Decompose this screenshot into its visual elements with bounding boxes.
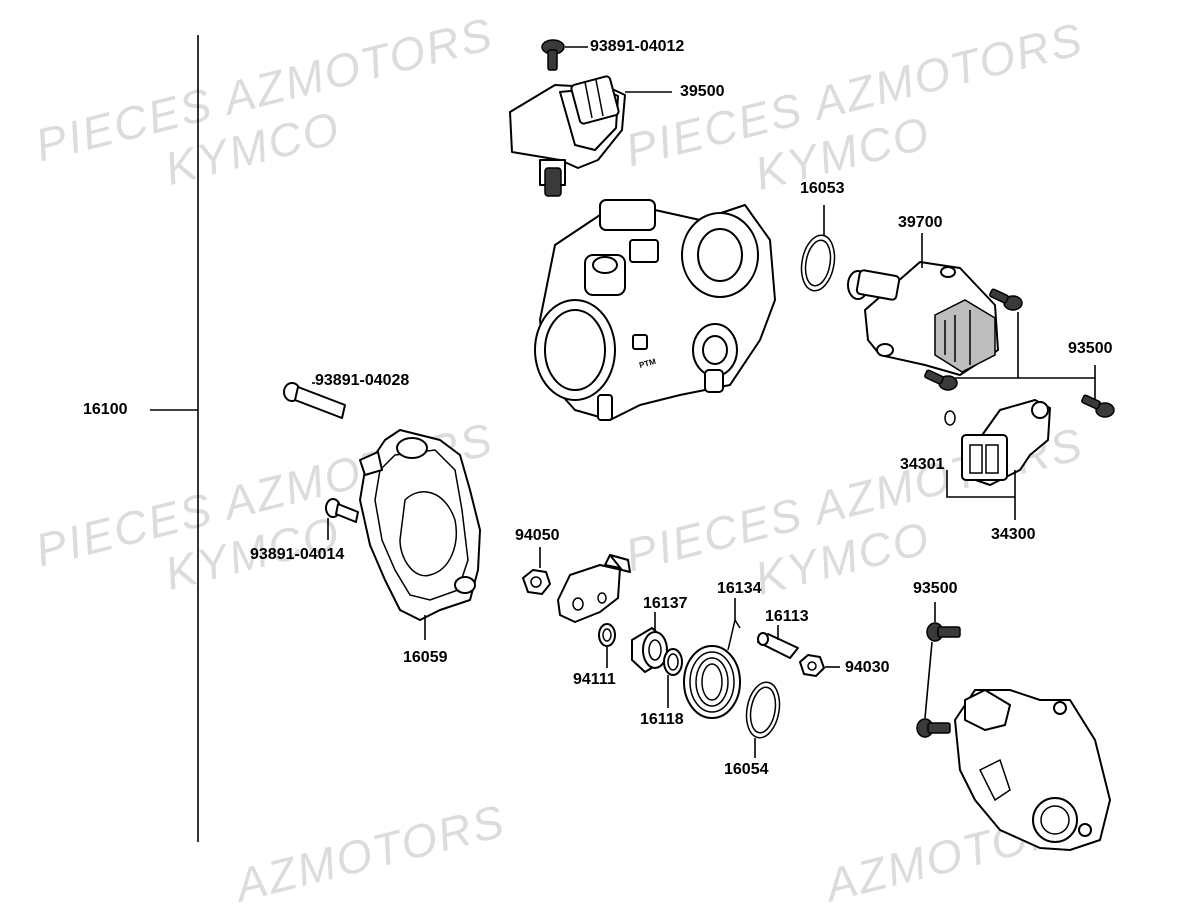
spring-16134	[683, 598, 741, 719]
lever-plate	[557, 554, 631, 623]
washer-94111	[598, 623, 616, 668]
label-93891-04028: 93891-04028	[315, 372, 410, 389]
label-16137: 16137	[643, 595, 688, 612]
label-16100: 16100	[83, 401, 128, 418]
label-16118: 16118	[640, 711, 684, 728]
label-16054: 16054	[724, 761, 769, 778]
nut-94050	[522, 547, 551, 595]
o-ring-16053	[800, 205, 836, 292]
svg-text:PTM: PTM	[638, 357, 657, 370]
throttle-cover-housing	[954, 689, 1111, 851]
label-93891-04014: 93891-04014	[250, 546, 345, 563]
label-93500-top: 93500	[1068, 340, 1113, 357]
label-16113: 16113	[765, 608, 809, 625]
label-93891-04012: 93891-04012	[590, 38, 685, 55]
pin-16113	[757, 625, 799, 659]
label-34300: 34300	[991, 526, 1036, 543]
bolt-93891-04028	[283, 382, 346, 419]
label-16059: 16059	[403, 649, 448, 666]
label-16053: 16053	[800, 180, 845, 197]
label-94050: 94050	[515, 527, 560, 544]
label-93500-bottom: 93500	[913, 580, 958, 597]
label-16134: 16134	[717, 580, 762, 597]
label-94111: 94111	[573, 671, 616, 688]
cover-16059	[359, 429, 481, 640]
screw-93891-04012	[541, 39, 588, 71]
label-34301: 34301	[900, 456, 945, 473]
bearing-16137	[631, 612, 668, 673]
ring-16118	[663, 648, 683, 708]
sensor-34300	[944, 399, 1051, 520]
throttle-body: PTM	[534, 199, 776, 421]
label-94030: 94030	[845, 659, 890, 676]
screw-group-93500-bottom	[916, 602, 961, 738]
bolt-93891-04014	[325, 498, 359, 540]
nut-94030	[799, 654, 840, 677]
idle-valve-39700	[847, 233, 999, 376]
o-ring-16054	[745, 681, 781, 758]
label-39500: 39500	[680, 83, 725, 100]
screw-group-93500-top	[924, 288, 1115, 418]
sensor-39500	[509, 75, 672, 197]
label-39700: 39700	[898, 214, 943, 231]
